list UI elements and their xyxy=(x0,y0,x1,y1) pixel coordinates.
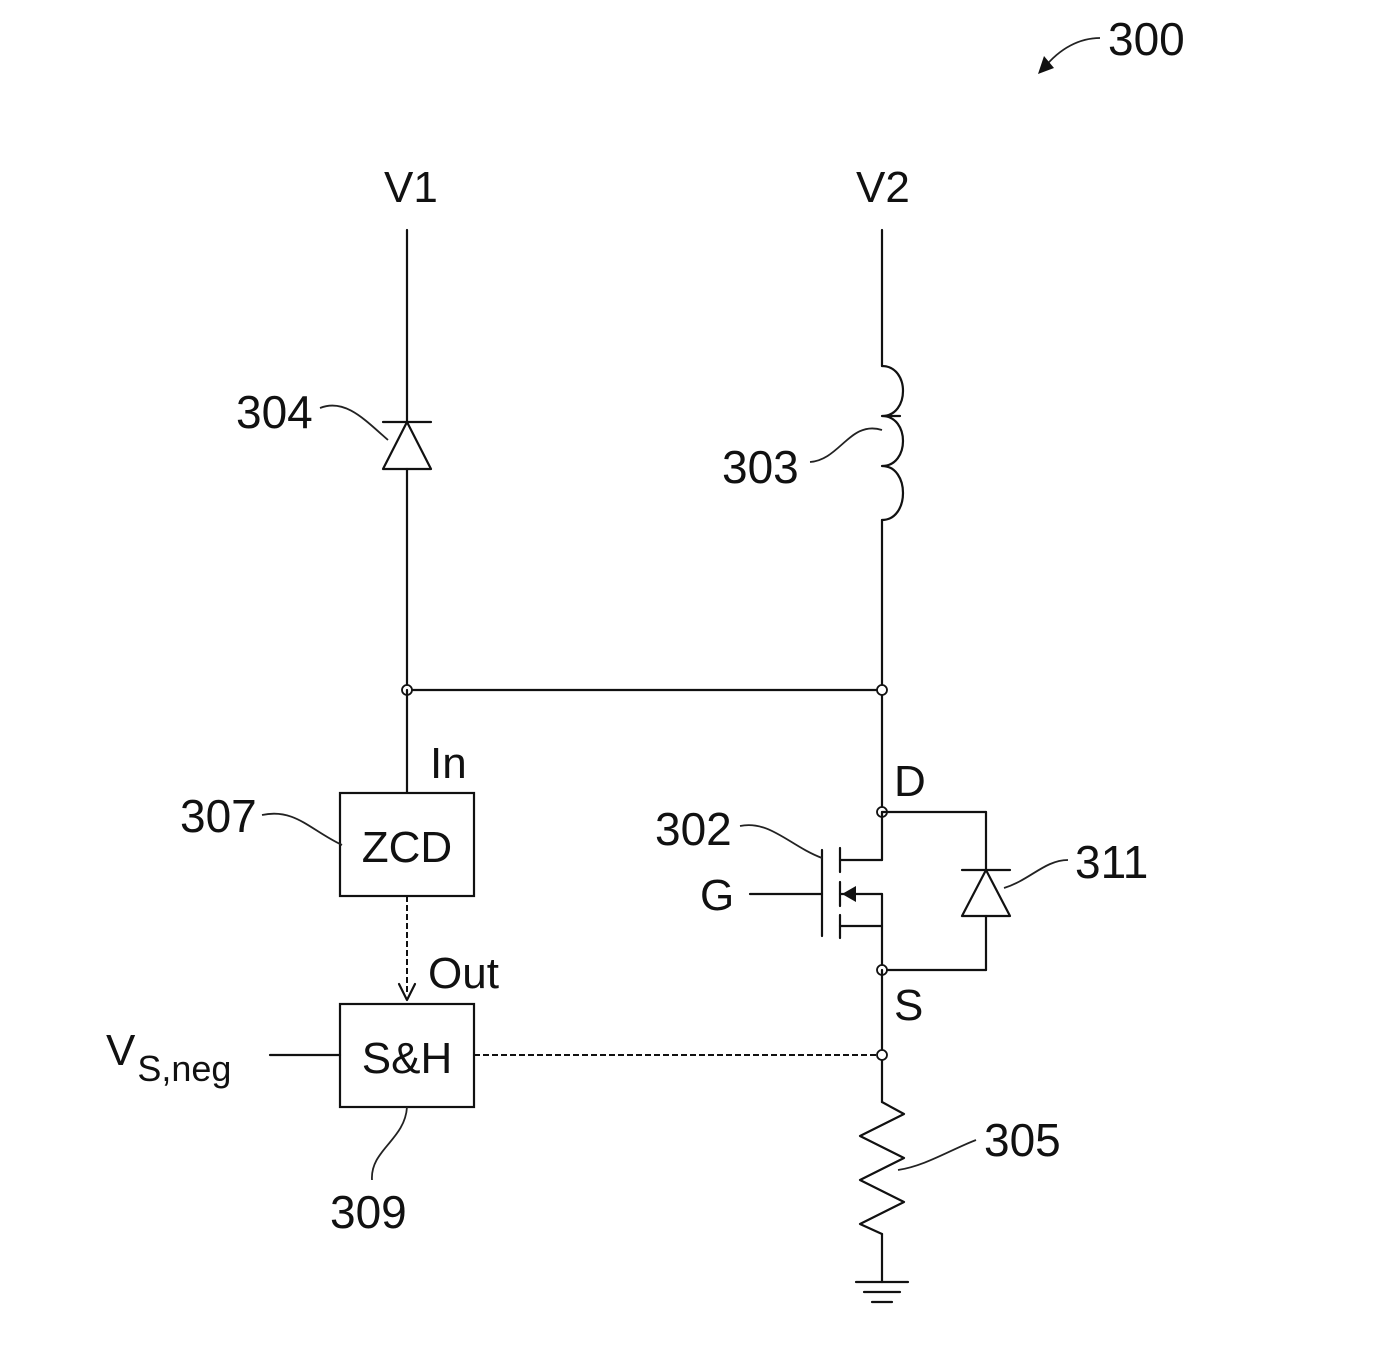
ref-inductor: 303 xyxy=(722,441,799,493)
terminal-v2-label: V2 xyxy=(856,163,910,212)
leader-302 xyxy=(740,825,822,858)
ref-diode-v1: 304 xyxy=(236,386,313,438)
body-diode-311 xyxy=(882,812,1010,970)
leader-303 xyxy=(810,428,882,462)
leader-309 xyxy=(372,1107,407,1180)
ref-sample-hold: 309 xyxy=(330,1186,407,1238)
source-label: S xyxy=(894,981,923,1030)
figure-number: 300 xyxy=(1108,13,1185,65)
diode-304 xyxy=(383,422,431,469)
ref-body-diode: 311 xyxy=(1075,836,1148,888)
ref-resistor: 305 xyxy=(984,1114,1061,1166)
leader-304 xyxy=(320,406,388,440)
mosfet-302 xyxy=(822,807,887,970)
terminal-v1-label: V1 xyxy=(384,163,438,212)
resistor-305 xyxy=(860,1102,904,1234)
ref-transistor: 302 xyxy=(655,803,732,855)
gate-label: G xyxy=(700,871,734,920)
ref-zcd: 307 xyxy=(180,790,257,842)
zcd-label: ZCD xyxy=(362,823,452,872)
figure-arrow xyxy=(1044,38,1100,68)
vs-neg-label: VS,neg xyxy=(106,1026,231,1089)
drain-label: D xyxy=(894,757,926,806)
leader-305 xyxy=(898,1140,976,1170)
ground-icon xyxy=(856,1282,908,1302)
sense-node xyxy=(877,1050,887,1060)
zcd-input-label: In xyxy=(430,739,467,788)
leader-311 xyxy=(1004,860,1068,888)
inductor-303 xyxy=(882,366,903,520)
leader-307 xyxy=(262,814,342,845)
zcd-output-label: Out xyxy=(428,949,499,998)
sample-hold-label: S&H xyxy=(362,1034,452,1083)
node-right xyxy=(877,685,887,695)
